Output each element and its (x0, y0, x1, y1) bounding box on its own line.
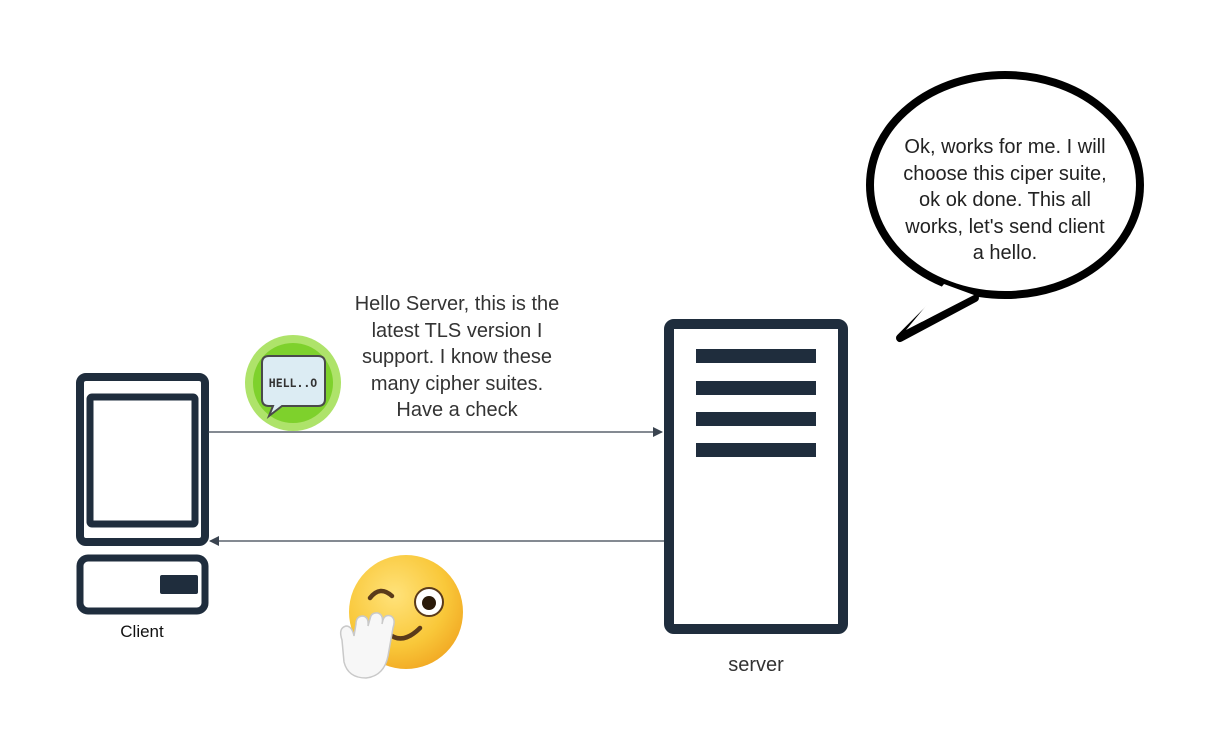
request-message-text: Hello Server, this is the latest TLS ver… (354, 293, 560, 421)
server-label: server (728, 654, 784, 676)
client-label: Client (120, 622, 164, 641)
client-computer-icon (76, 373, 209, 615)
server-thought-text: Ok, works for me. I will choose this cip… (903, 136, 1107, 264)
hello-badge-text: HELL..O (269, 376, 318, 390)
speech-bubble-icon (866, 71, 1144, 342)
server-tower-icon (664, 319, 848, 634)
winking-waving-emoji-icon (339, 555, 463, 679)
hello-badge-icon: HELL..O (245, 335, 341, 431)
